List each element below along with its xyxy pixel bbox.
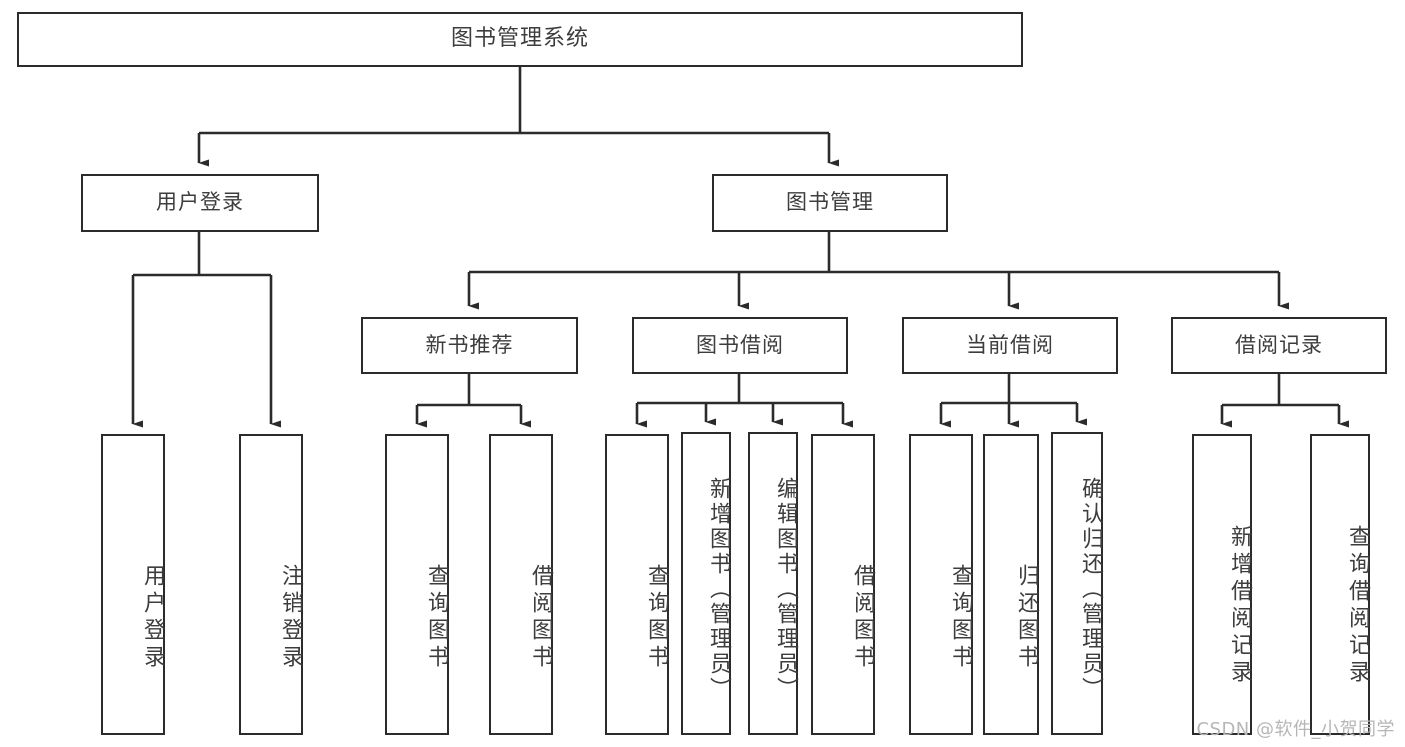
watermark: CSDN @软件_小贺同学 [1196, 719, 1395, 740]
leaf-current-return-book[interactable]: 归还图书 [983, 434, 1039, 735]
leaf-borrow-add-book-admin[interactable]: 新增图书（管理员） [681, 432, 731, 735]
node-current-borrow[interactable]: 当前借阅 [902, 317, 1118, 374]
leaf-label: 新增借阅记录 [1227, 524, 1252, 687]
leaf-logout-login[interactable]: 注销登录 [239, 434, 303, 735]
node-label: 新书推荐 [425, 332, 514, 357]
leaf-label: 查询图书 [424, 563, 449, 672]
node-borrow-record[interactable]: 借阅记录 [1171, 317, 1387, 374]
leaf-borrow-edit-book-admin[interactable]: 编辑图书（管理员） [748, 432, 798, 735]
leaf-record-query-borrow-record[interactable]: 查询借阅记录 [1310, 434, 1370, 735]
leaf-label: 借阅图书 [850, 563, 875, 672]
leaf-borrow-borrow-book[interactable]: 借阅图书 [811, 434, 875, 735]
node-label: 借阅记录 [1235, 332, 1323, 357]
node-label: 用户登录 [156, 190, 244, 215]
leaf-label: 确认归还（管理员） [1078, 477, 1103, 702]
leaf-current-query-book[interactable]: 查询图书 [909, 434, 973, 735]
node-new-book-recommend[interactable]: 新书推荐 [361, 317, 578, 374]
node-user-login[interactable]: 用户登录 [81, 174, 319, 232]
leaf-label: 查询借阅记录 [1345, 524, 1370, 687]
node-label: 图书管理 [786, 190, 874, 215]
node-book-management[interactable]: 图书管理 [712, 174, 948, 232]
node-book-borrow[interactable]: 图书借阅 [632, 317, 848, 374]
node-label: 图书借阅 [696, 332, 784, 357]
leaf-user-login[interactable]: 用户登录 [101, 434, 165, 735]
leaf-label: 查询图书 [644, 563, 669, 672]
leaf-label: 新增图书（管理员） [706, 477, 731, 702]
node-root-book-management-system[interactable]: 图书管理系统 [17, 12, 1023, 67]
node-label: 当前借阅 [966, 332, 1054, 357]
leaf-label: 归还图书 [1014, 563, 1039, 672]
leaf-borrow-query-book[interactable]: 查询图书 [605, 434, 669, 735]
leaf-recommend-query-book[interactable]: 查询图书 [385, 434, 449, 735]
leaf-current-confirm-return-admin[interactable]: 确认归还（管理员） [1051, 432, 1103, 735]
leaf-label: 编辑图书（管理员） [773, 477, 798, 702]
leaf-label: 用户登录 [140, 563, 165, 672]
leaf-label: 注销登录 [278, 563, 303, 672]
leaf-recommend-borrow-book[interactable]: 借阅图书 [489, 434, 553, 735]
node-label: 图书管理系统 [450, 26, 589, 52]
leaf-label: 借阅图书 [528, 563, 553, 672]
leaf-label: 查询图书 [948, 563, 973, 672]
leaf-record-add-borrow-record[interactable]: 新增借阅记录 [1192, 434, 1252, 735]
